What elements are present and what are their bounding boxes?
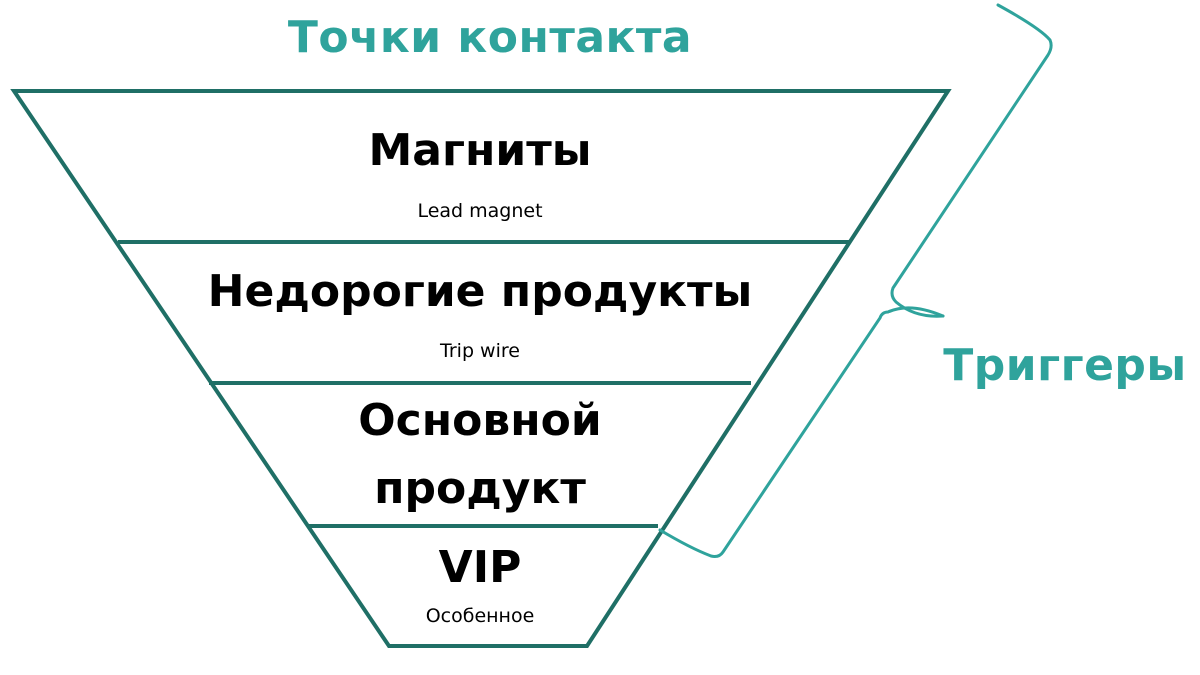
- level-magnets-title: Магниты: [368, 125, 592, 176]
- level-vip-title: VIP: [438, 542, 522, 593]
- level-magnets-subtitle: Lead magnet: [417, 200, 543, 222]
- level-core-title-line2: продукт: [374, 463, 586, 514]
- funnel-outline: [10, 89, 952, 648]
- bracket-upper: [890, 3, 1053, 318]
- level-core-title-line1: Основной: [358, 395, 602, 446]
- funnel-title: Точки контакта: [287, 12, 693, 63]
- level-tripwire-title: Недорогие продукты: [207, 266, 753, 317]
- triggers-label: Триггеры: [943, 340, 1187, 391]
- bracket-lower: [658, 306, 945, 558]
- level-vip-subtitle: Особенное: [425, 605, 535, 627]
- level-tripwire-subtitle: Trip wire: [440, 340, 520, 362]
